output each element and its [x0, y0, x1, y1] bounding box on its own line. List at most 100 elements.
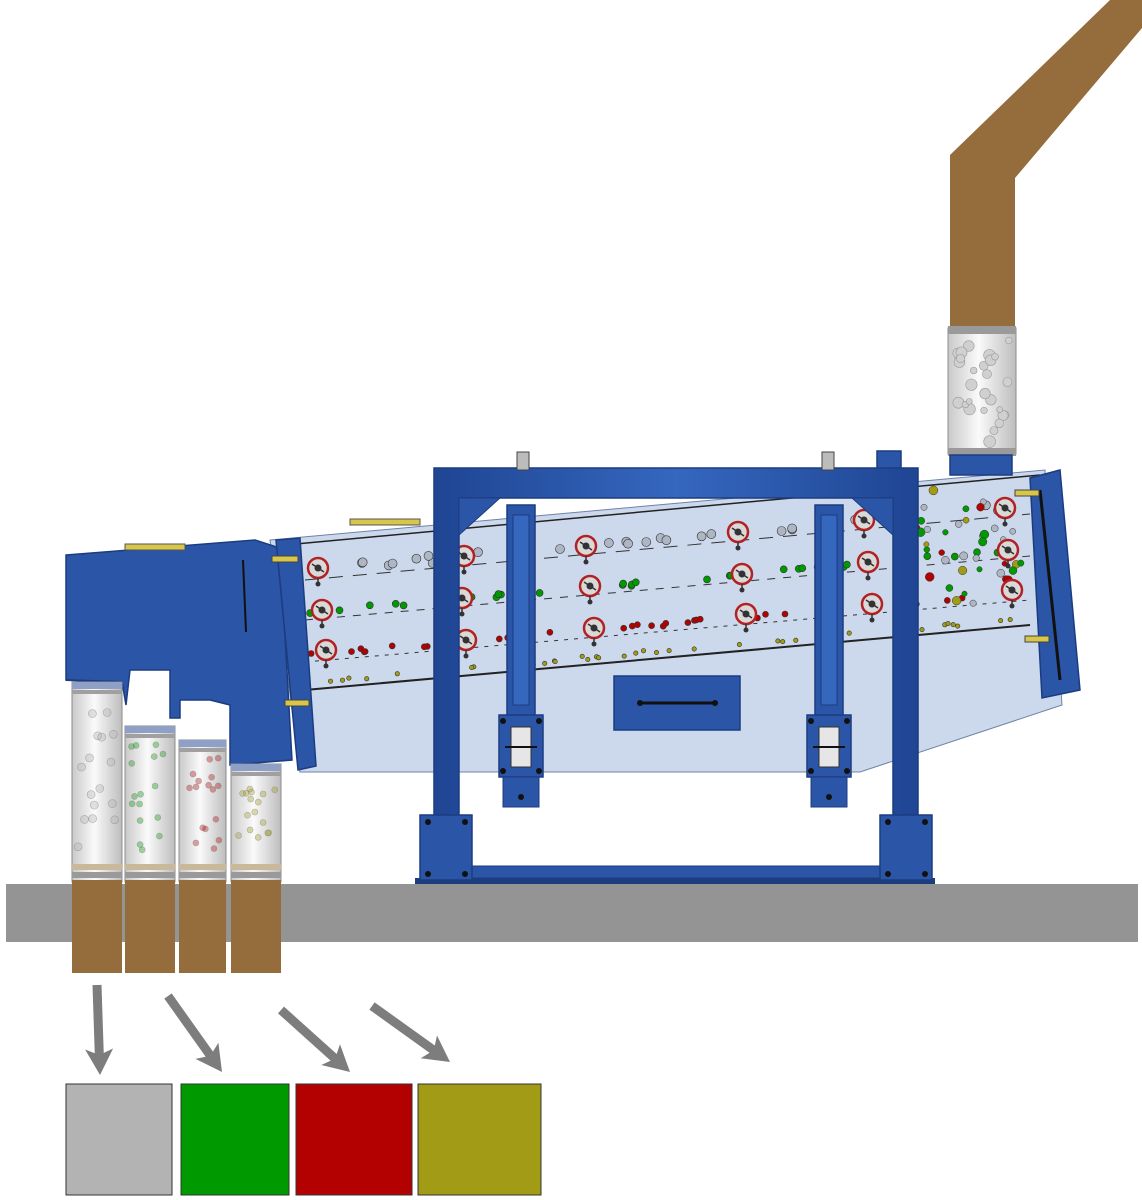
particle [365, 601, 374, 610]
particle [596, 655, 602, 661]
particle [88, 814, 97, 823]
particle [259, 790, 267, 798]
particle [235, 832, 242, 839]
particle [246, 826, 254, 834]
particle [335, 606, 344, 615]
particle [209, 786, 217, 793]
particle [136, 817, 144, 824]
outlet-sleeve [124, 725, 176, 883]
particle [271, 786, 279, 794]
ball-tray-cleaner-icon [730, 562, 754, 593]
discharge-chutes [72, 880, 281, 973]
particle [214, 754, 222, 762]
inlet-box [876, 450, 1013, 476]
particle [928, 485, 939, 496]
ball-tray-cleaner-icon [314, 638, 338, 669]
particle [1008, 566, 1018, 575]
particle [242, 789, 250, 797]
particle [962, 505, 970, 513]
particle [634, 621, 641, 629]
particle [265, 829, 273, 837]
particle [535, 589, 544, 597]
particle [994, 418, 1005, 429]
floor-slab [6, 884, 1138, 942]
particle [973, 548, 981, 557]
particle [983, 435, 996, 448]
particle [579, 653, 585, 659]
particle [775, 638, 781, 644]
ball-tray-cleaner-icon [310, 598, 334, 629]
particle [955, 623, 961, 629]
particle [762, 610, 769, 618]
fraction-box-4 [417, 1083, 542, 1196]
particle [919, 627, 925, 633]
particle [923, 546, 930, 553]
particle [150, 753, 158, 760]
particle [923, 552, 932, 561]
particle [411, 553, 422, 564]
particle [109, 729, 118, 739]
particle [128, 800, 136, 808]
particle [469, 664, 475, 670]
particle [106, 757, 116, 767]
particle [684, 619, 692, 626]
particle [793, 637, 799, 643]
ball-tray-cleaner-icon [860, 592, 884, 623]
particle [192, 839, 200, 847]
particle [962, 516, 970, 524]
particle [662, 619, 670, 627]
particle [387, 558, 398, 569]
particle [696, 531, 707, 542]
particle [154, 814, 162, 821]
particle [214, 782, 222, 790]
particle [776, 526, 787, 536]
particle [555, 544, 565, 554]
particle [621, 653, 627, 659]
particle [959, 551, 969, 561]
particle [996, 568, 1006, 578]
discharge-arrows [85, 984, 450, 1075]
particle [552, 659, 558, 665]
vibration-motor-icon [613, 675, 741, 731]
outlet-sleeve [178, 739, 227, 883]
ball-tray-cleaner-icon [726, 520, 750, 551]
particle [961, 590, 968, 597]
particle [110, 815, 119, 825]
particle [546, 628, 554, 636]
particle [361, 648, 369, 655]
particle [88, 709, 97, 718]
particle [339, 677, 345, 683]
particle [661, 535, 672, 546]
support-frame [415, 451, 935, 884]
particle [780, 639, 786, 645]
particle [945, 621, 951, 627]
ball-tray-cleaner-icon [996, 538, 1020, 569]
particle [990, 524, 999, 533]
inlet-sleeve [947, 326, 1017, 456]
particle [189, 770, 197, 778]
particle [965, 398, 973, 405]
ball-tray-cleaner-icon [578, 574, 602, 605]
particle [327, 678, 333, 684]
particle [95, 784, 105, 793]
particle [958, 566, 968, 575]
particle [989, 426, 999, 436]
particle [619, 579, 628, 588]
screen-deck [304, 599, 1031, 663]
particle [787, 523, 797, 534]
particle [970, 366, 978, 375]
particle [648, 622, 655, 630]
particle [846, 630, 852, 636]
particle [73, 842, 83, 852]
particle [620, 624, 628, 632]
particle [205, 781, 212, 789]
particle [942, 529, 949, 536]
particle [346, 675, 352, 681]
particle [85, 753, 94, 763]
particle [90, 800, 99, 810]
particle [244, 811, 251, 819]
particle [941, 556, 950, 565]
particle [982, 369, 992, 379]
particle [996, 406, 1004, 413]
particle [843, 560, 851, 569]
